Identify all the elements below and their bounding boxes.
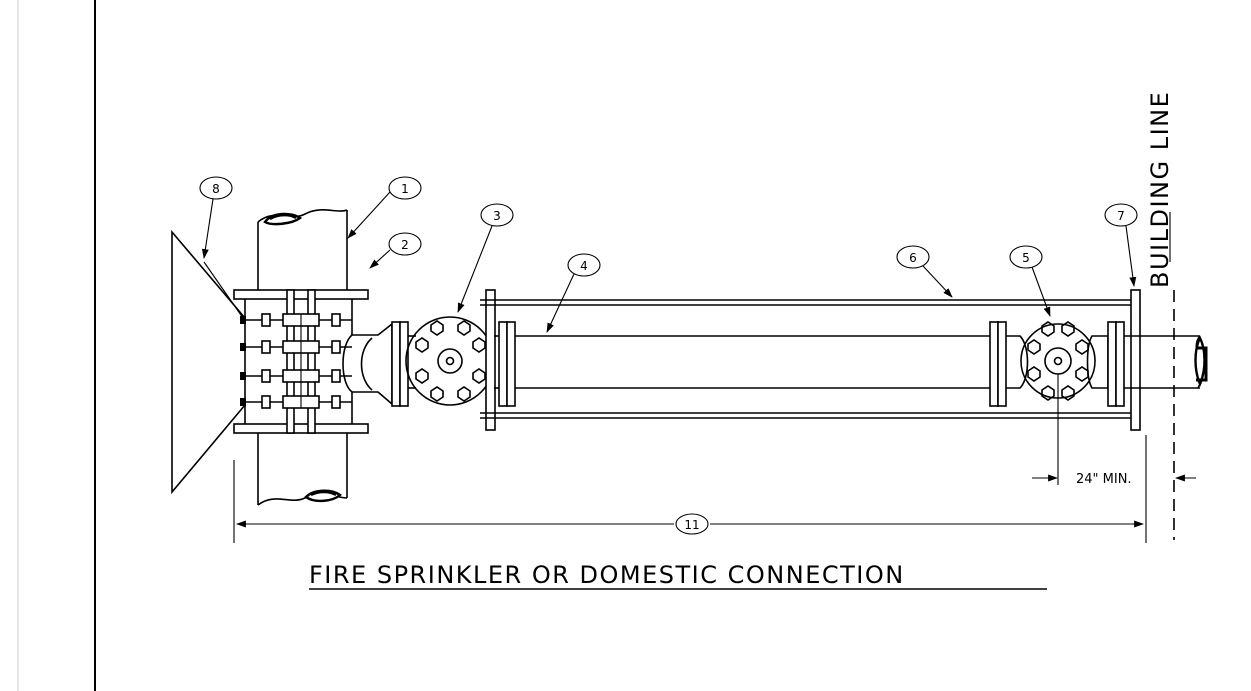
callout-8: 8 [199, 176, 244, 319]
callout-6-label: 6 [909, 251, 917, 265]
pipe-break-top [263, 212, 303, 226]
building-line: BUILDING LINE [1145, 91, 1175, 540]
drawing-title: FIRE SPRINKLER OR DOMESTIC CONNECTION [309, 561, 1047, 590]
gate-valve-right [989, 321, 1125, 485]
callout-5: 5 [1009, 245, 1051, 317]
tapping-sleeve [233, 289, 369, 434]
service-pipe-break [1194, 335, 1206, 388]
casing-end-seal [1130, 289, 1141, 431]
carrier-pipe [515, 335, 990, 389]
casing-pipe [480, 299, 1140, 419]
gate-valve-left [405, 316, 495, 406]
callout-2: 2 [369, 232, 422, 269]
callout-5-label: 5 [1022, 251, 1030, 265]
casing-left-end [485, 289, 516, 431]
main-pipe [257, 209, 348, 506]
dimension-label: 24" MIN. [1076, 472, 1132, 487]
callout-4: 4 [546, 253, 601, 333]
callout-6: 6 [896, 245, 953, 298]
min-clearance-dimension: 24" MIN. [1032, 472, 1196, 487]
title-text: FIRE SPRINKLER OR DOMESTIC CONNECTION [309, 561, 905, 589]
service-pipe [1124, 335, 1208, 389]
sleeve-bolts [240, 313, 352, 409]
pipe-break-bottom [304, 489, 342, 503]
building-line-label: BUILDING LINE [1146, 91, 1174, 288]
callout-2-label: 2 [401, 238, 409, 252]
sleeve-outlet [342, 321, 409, 407]
callout-4-label: 4 [580, 259, 588, 273]
callout-7-label: 7 [1117, 209, 1125, 223]
overall-dimension: 11 [233, 460, 1147, 543]
callout-3-label: 3 [493, 209, 501, 223]
callout-1-label: 1 [401, 182, 409, 196]
callout-1: 1 [347, 176, 422, 239]
callout-8-label: 8 [212, 182, 220, 196]
thrust-block [171, 229, 246, 495]
callout-7: 7 [1104, 203, 1138, 287]
callout-3: 3 [457, 203, 514, 313]
callout-11-label: 11 [684, 518, 699, 532]
